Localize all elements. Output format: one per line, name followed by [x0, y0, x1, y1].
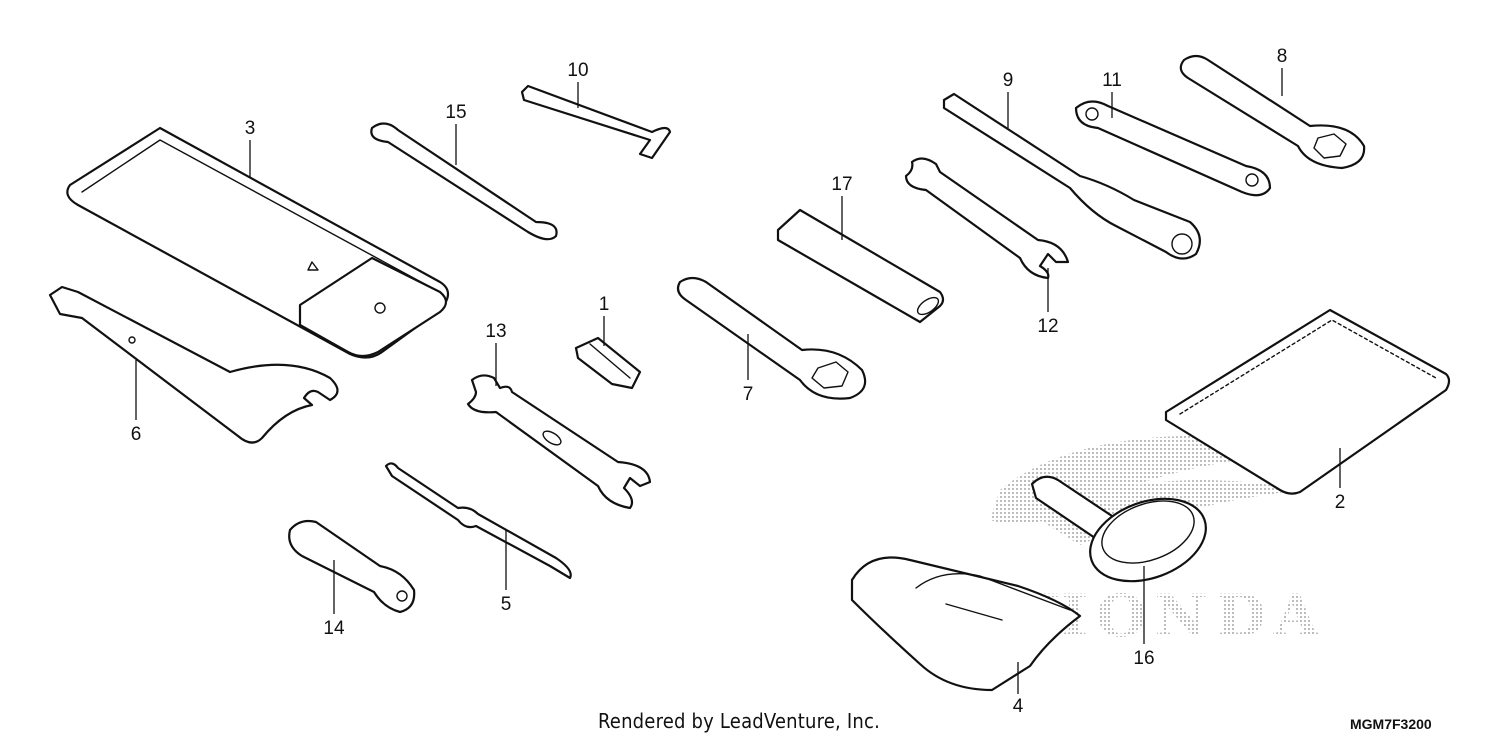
callout-17: 17	[831, 174, 852, 195]
part-9-plug-wrench	[942, 92, 1201, 260]
part-13-open-wrench	[466, 374, 652, 510]
callout-3: 3	[245, 118, 256, 139]
callout-7: 7	[743, 384, 754, 405]
part-3-tool-bag	[66, 126, 450, 359]
part-2-flat-pouch	[1164, 308, 1451, 495]
callout-5: 5	[501, 594, 512, 615]
credit-text: Rendered by LeadVenture, Inc.	[598, 709, 880, 733]
part-17-flat-bar	[776, 208, 945, 324]
callout-numbers: 1 2 3 4 5 6 7 8 9 10 11 12 13 14 15 16 1…	[131, 46, 1346, 717]
part-15-pin-tool	[370, 122, 558, 241]
callout-4: 4	[1013, 696, 1024, 717]
part-10-hex-key	[520, 84, 672, 160]
callout-10: 10	[567, 60, 588, 81]
callout-16: 16	[1133, 648, 1154, 669]
callout-9: 9	[1003, 70, 1014, 91]
callout-11: 11	[1102, 70, 1122, 91]
part-1-fuse-puller	[574, 336, 642, 390]
leader-lines	[135, 68, 1341, 694]
part-6-pin-spanner	[48, 285, 339, 444]
callout-12: 12	[1037, 316, 1058, 337]
part-12-small-wrench	[904, 157, 1070, 280]
callout-2: 2	[1335, 492, 1346, 513]
part-5-screwdriver-bit	[384, 462, 572, 580]
callout-15: 15	[445, 102, 466, 123]
callout-13: 13	[485, 321, 506, 342]
callout-6: 6	[131, 424, 142, 445]
part-11-box-wrench	[1074, 100, 1272, 197]
part-4-soft-case	[850, 556, 1082, 692]
diagram-code: MGM7F3200	[1350, 716, 1432, 732]
part-14-screwdriver-handle	[288, 519, 416, 614]
part-7-box-spanner	[676, 276, 867, 400]
callout-1: 1	[599, 294, 610, 315]
callout-8: 8	[1277, 46, 1288, 67]
part-16-pressure-gauge	[1030, 475, 1207, 583]
part-8-box-spanner	[1179, 54, 1366, 170]
callout-14: 14	[323, 618, 345, 639]
